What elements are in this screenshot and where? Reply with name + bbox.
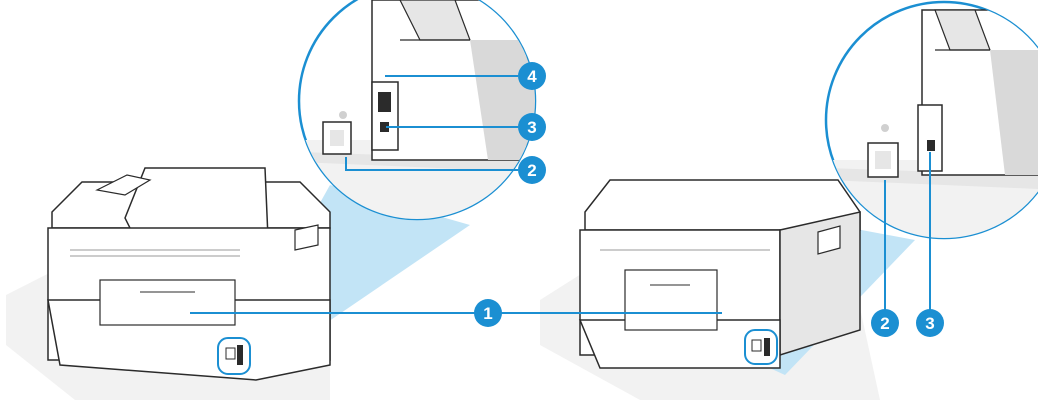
left-port-highlight (217, 337, 251, 375)
left-printer (6, 167, 470, 400)
callout-2-left-label: 2 (527, 161, 536, 180)
left-printer-adf-tray (95, 174, 152, 196)
ethernet-port-left (378, 92, 391, 112)
callout-4-left-label: 4 (527, 67, 537, 86)
left-rear-door (99, 279, 236, 326)
callout-3-right-label: 3 (925, 314, 934, 333)
callout-2-right-label: 2 (880, 314, 889, 333)
callout-1-label: 1 (483, 304, 492, 323)
power-port-right (867, 142, 899, 178)
callout-2-right: 2 (871, 309, 899, 337)
right-printer (540, 179, 915, 400)
callout-3-left: 3 (518, 113, 546, 141)
right-port-highlight (744, 329, 778, 365)
callout-4-left: 4 (518, 62, 546, 90)
callout-1: 1 (474, 299, 502, 327)
right-rear-door (624, 269, 718, 331)
callout-3-right: 3 (916, 309, 944, 337)
usb-port-right (927, 140, 935, 151)
usb-port-left (380, 122, 389, 132)
callout-3-left-label: 3 (527, 118, 536, 137)
callout-2-left: 2 (518, 156, 546, 184)
